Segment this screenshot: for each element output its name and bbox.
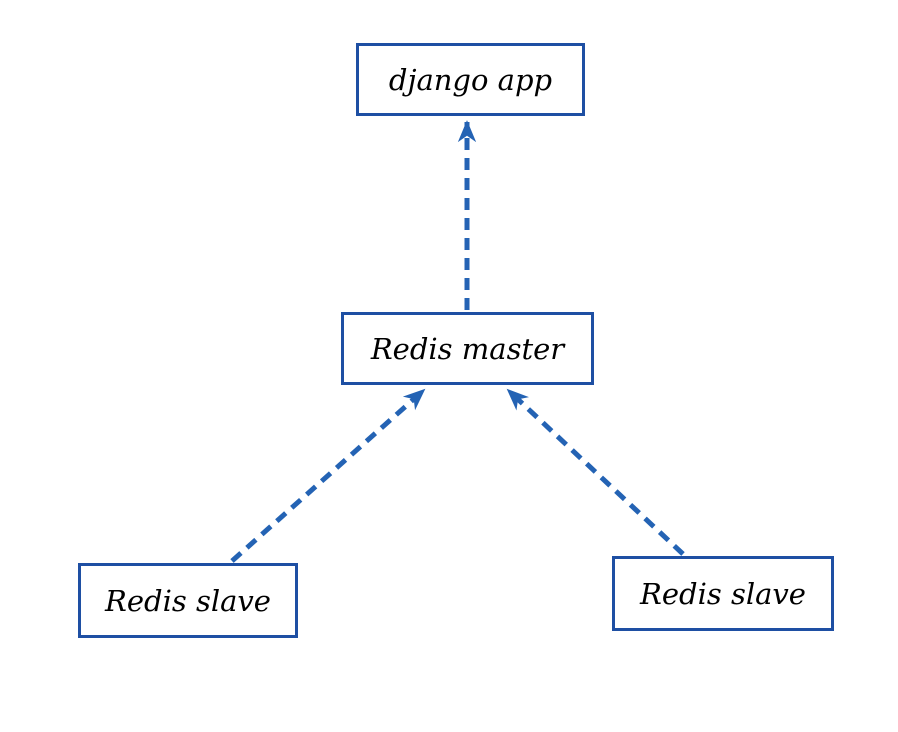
edge-slave-left-to-master	[230, 388, 426, 563]
node-redis-slave-left-label: Redis slave	[105, 583, 271, 618]
node-redis-master: Redis master	[341, 312, 594, 385]
node-redis-slave-right: Redis slave	[612, 556, 834, 631]
edge-slave-right-to-master	[506, 388, 685, 556]
node-redis-slave-right-label: Redis slave	[640, 576, 806, 611]
node-redis-master-label: Redis master	[370, 331, 565, 366]
node-django-app: django app	[356, 43, 585, 116]
node-django-app-label: django app	[388, 62, 553, 97]
node-redis-slave-left: Redis slave	[78, 563, 298, 638]
